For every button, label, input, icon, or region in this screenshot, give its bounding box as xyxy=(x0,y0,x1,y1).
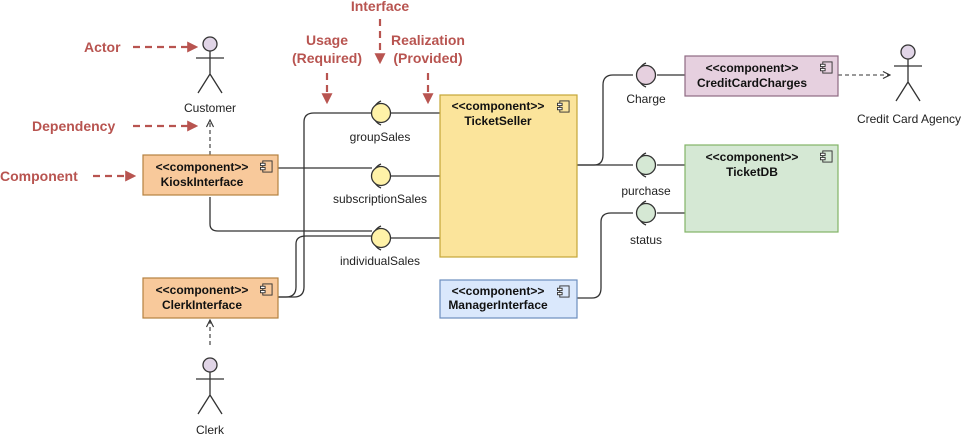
interface-subscription-sales[interactable] xyxy=(370,163,392,189)
interface-group-sales[interactable] xyxy=(370,100,392,126)
component-ticket-db-name: TicketDB xyxy=(726,165,778,179)
component-credit-card-charges[interactable]: <<component>> CreditCardCharges xyxy=(684,55,839,97)
interface-individual-sales-label: individualSales xyxy=(340,254,420,268)
component-stereotype: <<component>> xyxy=(452,99,545,113)
wire-manager-status xyxy=(577,212,633,299)
interface-status-label: status xyxy=(630,233,662,247)
component-manager-interface[interactable]: <<component>> ManagerInterface xyxy=(439,279,578,319)
annotation-component: Component xyxy=(0,168,137,184)
wire-kiosk-individual xyxy=(209,197,372,232)
annotation-component-label: Component xyxy=(0,168,78,184)
annotation-interface-label: Interface xyxy=(351,0,410,14)
annotation-usage-label: Usage xyxy=(306,32,348,48)
component-manager-interface-name: ManagerInterface xyxy=(448,298,548,312)
connectors xyxy=(209,74,685,299)
component-stereotype: <<component>> xyxy=(156,283,249,297)
interface-purchase-label: purchase xyxy=(621,184,671,198)
interface-group-sales-label: groupSales xyxy=(350,130,411,144)
actor-clerk-label: Clerk xyxy=(196,423,225,436)
actor-clerk[interactable] xyxy=(196,357,224,415)
annotation-usage-sublabel: (Required) xyxy=(292,50,362,66)
component-stereotype: <<component>> xyxy=(156,160,249,174)
wire-clerk-group xyxy=(278,112,372,298)
component-credit-card-charges-name: CreditCardCharges xyxy=(697,76,807,90)
component-ticket-db[interactable]: <<component>> TicketDB xyxy=(684,144,839,233)
actor-customer[interactable] xyxy=(196,36,224,94)
component-stereotype: <<component>> xyxy=(452,284,545,298)
interface-subscription-sales-label: subscriptionSales xyxy=(333,192,427,206)
annotation-actor-label: Actor xyxy=(84,39,121,55)
annotation-realization-label: Realization xyxy=(391,32,465,48)
wire-clerk-individual xyxy=(278,235,372,298)
actor-customer-label: Customer xyxy=(184,101,236,115)
interface-individual-sales[interactable] xyxy=(370,225,392,251)
annotation-interface: Interface xyxy=(351,0,410,65)
actor-head-icon xyxy=(202,36,218,52)
component-ticket-seller[interactable]: <<component>> TicketSeller xyxy=(439,94,578,258)
actor-head-icon xyxy=(900,44,916,60)
actor-credit-card-agency-label: Credit Card Agency xyxy=(857,112,961,126)
annotation-actor: Actor xyxy=(84,39,199,55)
actor-credit-card-agency[interactable] xyxy=(894,44,922,102)
annotation-usage: Usage (Required) xyxy=(292,32,362,105)
annotation-realization: Realization (Provided) xyxy=(391,32,465,105)
component-clerk-interface[interactable]: <<component>> ClerkInterface xyxy=(142,277,279,319)
interface-charge[interactable] xyxy=(635,62,657,88)
component-stereotype: <<component>> xyxy=(706,150,799,164)
component-kiosk-interface[interactable]: <<component>> KioskInterface xyxy=(142,154,279,196)
component-clerk-interface-name: ClerkInterface xyxy=(162,298,242,312)
component-stereotype: <<component>> xyxy=(706,61,799,75)
component-kiosk-interface-name: KioskInterface xyxy=(161,175,244,189)
interface-purchase[interactable] xyxy=(635,152,657,178)
annotation-dependency: Dependency xyxy=(32,118,199,134)
interface-charge-label: Charge xyxy=(626,92,666,106)
actor-head-icon xyxy=(202,357,218,373)
wire-ticketseller-charge xyxy=(577,74,633,166)
annotation-realization-sublabel: (Provided) xyxy=(393,50,462,66)
component-ticket-seller-name: TicketSeller xyxy=(464,114,531,128)
annotation-dependency-label: Dependency xyxy=(32,118,115,134)
interface-status[interactable] xyxy=(635,200,657,226)
